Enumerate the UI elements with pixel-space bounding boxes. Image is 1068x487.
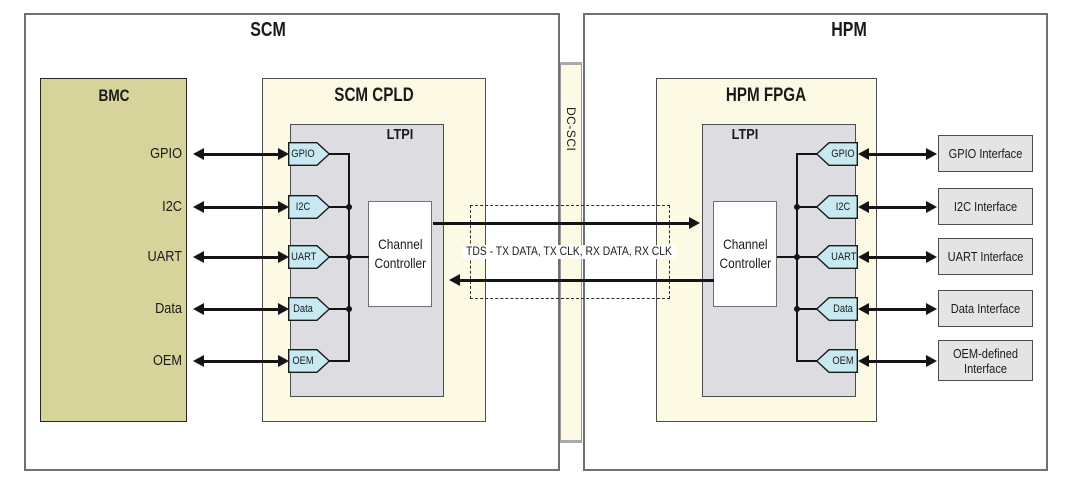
scm-data-port-label: Data [293,303,313,315]
uart-interface-label: UART Interface [947,249,1024,264]
hpm-port-stub-data [797,308,817,310]
bmc-block [40,78,187,422]
hpm-gpio-arrow [858,147,937,160]
oem-interface-label: OEM-defined Interface [952,345,1019,376]
scm-oem-port-label: OEM [292,355,314,367]
junction-dot [794,204,800,210]
hpm-fpga-title: HPM FPGA [725,85,807,106]
gpio-interface-box: GPIO Interface [938,135,1033,172]
bmc-signal-label-data: Data [155,300,182,317]
scm-data-port-icon [288,297,330,321]
tx-arrow [433,216,700,229]
hpm-data-port-label: Data [833,303,853,315]
scm-uart-port-label: UART [291,251,317,263]
i2c-interface-box: I2C Interface [938,188,1033,225]
hpm-i2c-port-icon [816,195,858,219]
hpm-port-stub-gpio [797,153,817,155]
bmc-signal-label-i2c: I2C [162,198,182,215]
junction-dot [794,306,800,312]
bmc-gpio-arrow [193,147,289,160]
hpm-controller-line2: Controller [719,255,771,271]
hpm-channel-controller: Channel Controller [713,201,777,307]
scm-i2c-port-icon [288,195,330,219]
hpm-uart-arrow [858,250,937,263]
scm-gpio-port-label: GPIO [291,148,315,160]
dc-sci-label: DC-SCI [564,107,578,152]
hpm-i2c-arrow [858,200,937,213]
scm-ltpi-title: LTPI [386,126,414,143]
bmc-signal-label-gpio: GPIO [150,145,182,162]
scm-port-stub-data [329,308,349,310]
data-interface-box: Data Interface [938,290,1033,327]
rx-arrow [449,273,714,286]
scm-oem-port-icon [288,349,330,373]
hpm-port-stub-oem [797,360,817,362]
scm-channel-controller: Channel Controller [368,201,432,307]
hpm-oem-port-label: OEM [832,355,854,367]
scm-port-stub-gpio [329,153,349,155]
data-interface-label: Data Interface [950,301,1021,316]
bmc-uart-arrow [193,250,289,263]
hpm-data-arrow [858,302,937,315]
scm-port-stub-i2c [329,206,349,208]
scm-port-stub-oem [329,360,349,362]
uart-interface-box: UART Interface [938,238,1033,275]
scm-gpio-port-icon [288,142,330,166]
scm-controller-line2: Controller [374,255,426,271]
scm-controller-line1: Channel [377,236,423,252]
bmc-title: BMC [98,86,130,105]
bmc-signal-label-oem: OEM [152,352,182,369]
scm-uart-port-icon [288,245,330,269]
hpm-ltpi-title: LTPI [731,126,759,143]
scm-i2c-port-label: I2C [295,201,311,213]
hpm-controller-line1: Channel [722,236,768,252]
oem-interface-box: OEM-defined Interface [938,340,1033,381]
hpm-uart-port-label: UART [831,251,857,263]
scm-cpld-title: SCM CPLD [334,85,414,106]
bmc-data-arrow [193,302,289,315]
junction-dot [346,204,352,210]
junction-dot [346,254,352,260]
hpm-i2c-port-label: I2C [835,201,851,213]
tds-bus-label: TDS - TX DATA, TX CLK, RX DATA, RX CLK [462,245,676,259]
i2c-interface-label: I2C Interface [953,199,1018,214]
hpm-title: HPM [831,19,867,41]
bmc-i2c-arrow [193,200,289,213]
hpm-gpio-port-icon [816,142,858,166]
scm-title: SCM [250,19,286,41]
bmc-signal-label-uart: UART [147,248,182,265]
junction-dot [794,254,800,260]
bmc-oem-arrow [193,354,289,367]
hpm-data-port-icon [816,297,858,321]
hpm-uart-port-icon [816,245,858,269]
hpm-port-stub-i2c [797,206,817,208]
junction-dot [346,306,352,312]
hpm-gpio-port-label: GPIO [831,148,855,160]
hpm-oem-arrow [858,354,937,367]
gpio-interface-label: GPIO Interface [948,146,1023,161]
hpm-oem-port-icon [816,349,858,373]
